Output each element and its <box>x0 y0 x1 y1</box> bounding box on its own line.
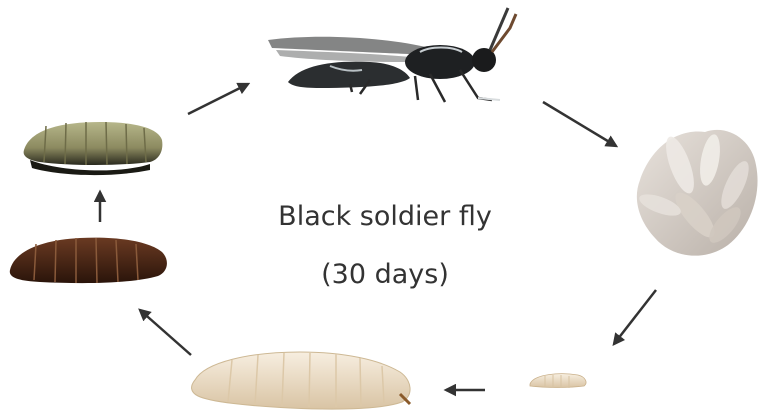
egg-cluster-image <box>637 130 758 256</box>
mature-larva-image <box>192 352 411 409</box>
pupa-image <box>24 122 163 175</box>
diagram-title: Black soldier fly <box>230 201 540 232</box>
young-larva-image <box>530 374 586 388</box>
adult-fly-image <box>268 8 516 102</box>
diagram-subtitle: (30 days) <box>230 259 540 290</box>
arrow-fly-to-eggs <box>543 102 616 146</box>
prepupa-image <box>10 238 167 283</box>
arrow-pupa-to-fly <box>188 84 248 114</box>
arrow-eggs-to-young-larva <box>614 290 656 344</box>
arrow-larva-to-prepupa <box>140 310 191 355</box>
